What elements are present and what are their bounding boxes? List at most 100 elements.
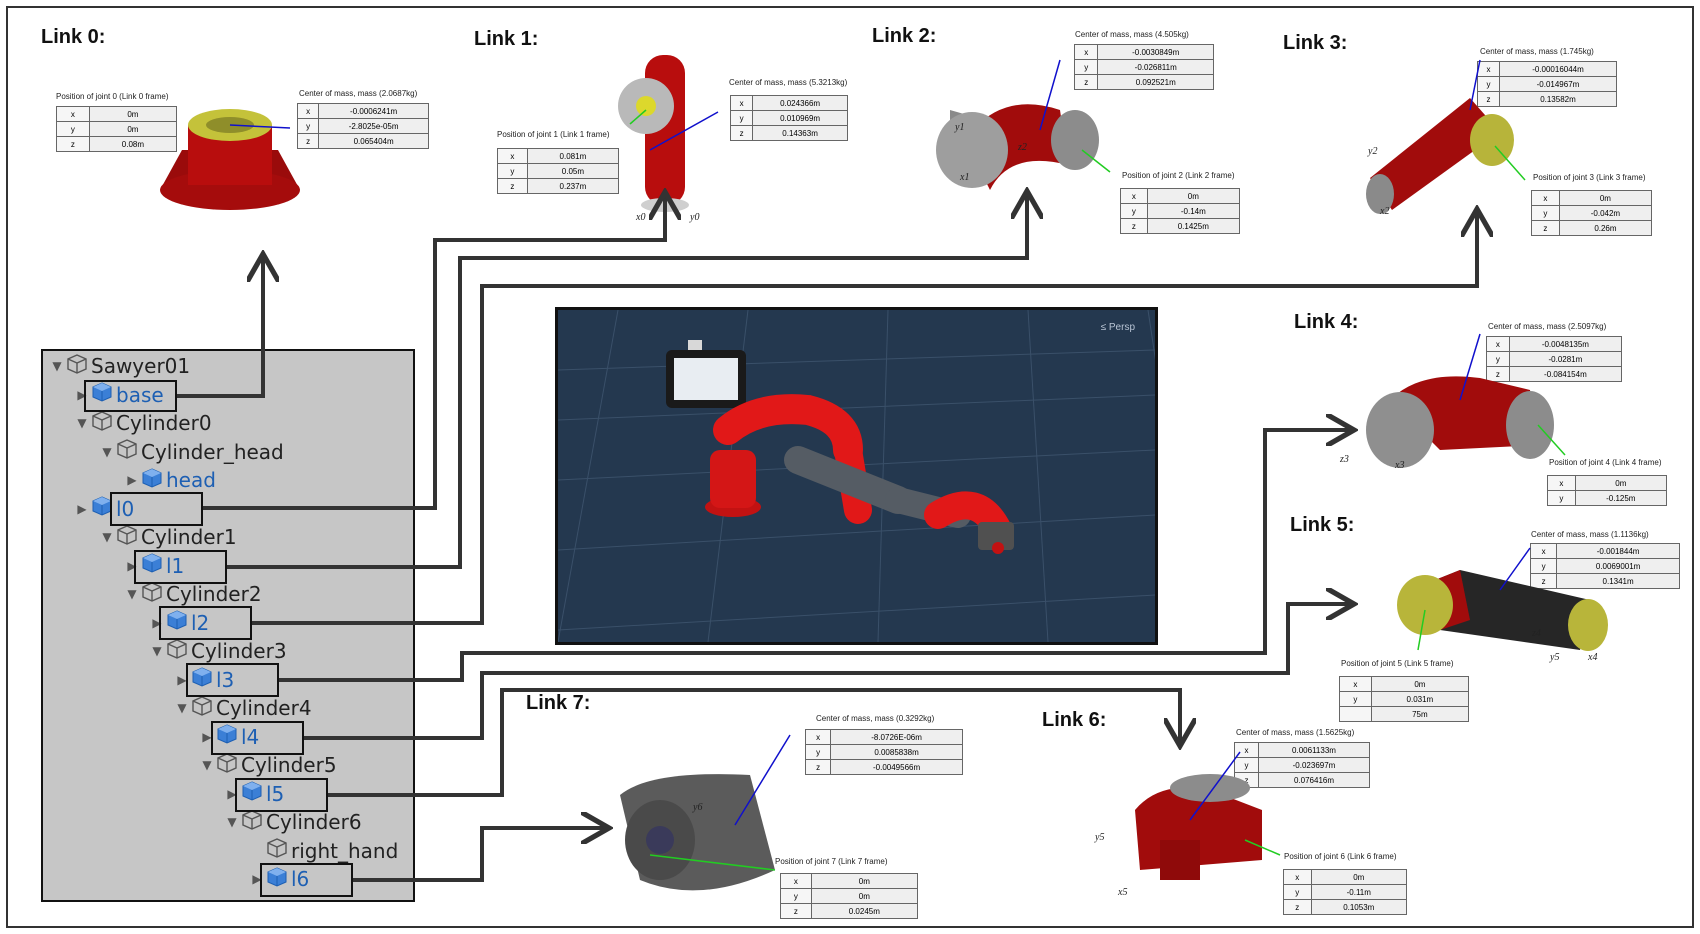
tree-item-label: Cylinder_head <box>141 439 284 464</box>
collapse-arrow-icon[interactable]: ▶ <box>177 672 187 687</box>
table-row: y-2.8025e-05m <box>296 118 429 134</box>
expand-arrow-icon[interactable]: ▼ <box>227 815 237 829</box>
expand-arrow-icon[interactable]: ▼ <box>102 530 112 544</box>
axis-label: y5 <box>1549 652 1559 663</box>
table-row: x-0.0030849m <box>1073 44 1214 60</box>
tree-item-base[interactable]: ▶base <box>73 381 164 408</box>
tree-item-l4[interactable]: ▶l4 <box>198 724 259 749</box>
l5-joint-caption: Position of joint 5 (Link 5 frame) <box>1341 659 1454 668</box>
gameobject-cube-icon <box>166 638 191 665</box>
expand-arrow-icon[interactable]: ▼ <box>52 359 62 373</box>
link7-title: Link 7: <box>526 692 591 714</box>
l2-joint-caption: Position of joint 2 (Link 2 frame) <box>1122 171 1235 180</box>
axis-label: x1 <box>959 172 969 183</box>
table-row: z-0.0049566m <box>804 759 963 775</box>
axis-label: y5 <box>1094 832 1104 843</box>
arrow-l6-link7 <box>353 828 605 882</box>
tree-item-l5[interactable]: ▶l5 <box>223 781 284 806</box>
expand-arrow-icon[interactable]: ▼ <box>77 416 87 430</box>
collapse-arrow-icon[interactable]: ▶ <box>152 615 162 630</box>
expand-arrow-icon[interactable]: ▼ <box>152 644 162 658</box>
tree-item-cylinder5[interactable]: ▼Cylinder5 <box>198 752 337 777</box>
axis-label: x5 <box>1117 887 1127 898</box>
gameobject-cube-icon <box>266 837 291 864</box>
persp-label[interactable]: ≤ Persp <box>1100 322 1135 333</box>
expand-arrow-icon[interactable]: ▼ <box>202 758 212 772</box>
tree-item-l6[interactable]: ▶ l6 <box>248 866 310 891</box>
axis-label: x2 <box>1379 206 1389 217</box>
table-row: x-8.0726E-06m <box>804 729 963 745</box>
hierarchy-panel <box>41 349 415 902</box>
tree-item-cylinder0[interactable]: ▼Cylinder0 <box>73 410 212 437</box>
tree-item-right-hand[interactable]: right_hand <box>248 837 398 864</box>
expand-arrow-icon[interactable]: ▼ <box>177 701 187 715</box>
collapse-arrow-icon[interactable]: ▶ <box>77 501 87 516</box>
link2-render <box>936 59 1111 190</box>
link3-render <box>1366 59 1526 214</box>
tree-item-l0[interactable]: ▶l0 <box>73 496 134 521</box>
link5-render <box>1397 547 1608 651</box>
arrow-l4-link5 <box>304 604 1350 740</box>
scene-viewport[interactable]: ≤ Persp <box>555 307 1158 645</box>
tree-item-label: l6 <box>291 867 310 891</box>
tree-item-sawyer01[interactable]: ▼ Sawyer01 <box>48 353 191 378</box>
l3-com-caption: Center of mass, mass (1.745kg) <box>1480 47 1594 56</box>
prefab-cube-icon <box>91 381 116 408</box>
tree-item-cylinder4[interactable]: ▼ Cylinder4 <box>173 695 312 720</box>
link0-render <box>160 109 300 210</box>
expand-arrow-icon[interactable]: ▼ <box>127 587 137 601</box>
expand-arrow-icon[interactable]: ▼ <box>102 444 112 459</box>
tree-item-cylinder3[interactable]: ▼Cylinder3 <box>148 638 287 665</box>
l7-com-caption: Center of mass, mass (0.3292kg) <box>816 714 935 723</box>
tree-item-l3[interactable]: ▶ l3 <box>173 667 235 692</box>
table-row: y-0.042m <box>1531 205 1653 221</box>
collapse-arrow-icon[interactable]: ▶ <box>77 387 87 402</box>
table-row: y-0.026811m <box>1073 59 1214 75</box>
tree-item-l1[interactable]: ▶l1 <box>123 553 184 578</box>
table-row: y-0.125m <box>1547 490 1668 506</box>
link4-render <box>1366 333 1566 468</box>
tree-item-label: l3 <box>216 667 235 692</box>
axis-label: x4 <box>1587 652 1597 663</box>
tree-item-cylinder-head[interactable]: ▼ Cylinder_head <box>98 439 284 464</box>
tree-item-label: Sawyer01 <box>91 354 191 378</box>
gameobject-cube-icon <box>91 410 116 437</box>
link7-render <box>620 734 791 891</box>
collapse-arrow-icon[interactable]: ▶ <box>252 872 262 886</box>
tree-item-head[interactable]: ▶head <box>123 467 216 492</box>
collapse-arrow-icon[interactable]: ▶ <box>227 786 237 801</box>
collapse-arrow-icon[interactable]: ▶ <box>127 473 137 487</box>
tree-item-l2[interactable]: ▶l2 <box>148 610 209 635</box>
tree-item-cylinder6[interactable]: ▼Cylinder6 <box>223 809 362 834</box>
highlight-l0 <box>110 492 203 526</box>
l6-com-caption: Center of mass, mass (1.5625kg) <box>1236 728 1355 737</box>
tree-item-cylinder1[interactable]: ▼Cylinder1 <box>98 524 237 549</box>
collapse-arrow-icon[interactable]: ▶ <box>127 558 137 573</box>
tree-item-cylinder2[interactable]: ▼Cylinder2 <box>123 581 262 606</box>
link0-title: Link 0: <box>41 26 106 48</box>
tree-item-label: Cylinder4 <box>216 696 312 720</box>
collapse-arrow-icon[interactable]: ▶ <box>202 729 212 744</box>
link5-title: Link 5: <box>1290 514 1355 536</box>
